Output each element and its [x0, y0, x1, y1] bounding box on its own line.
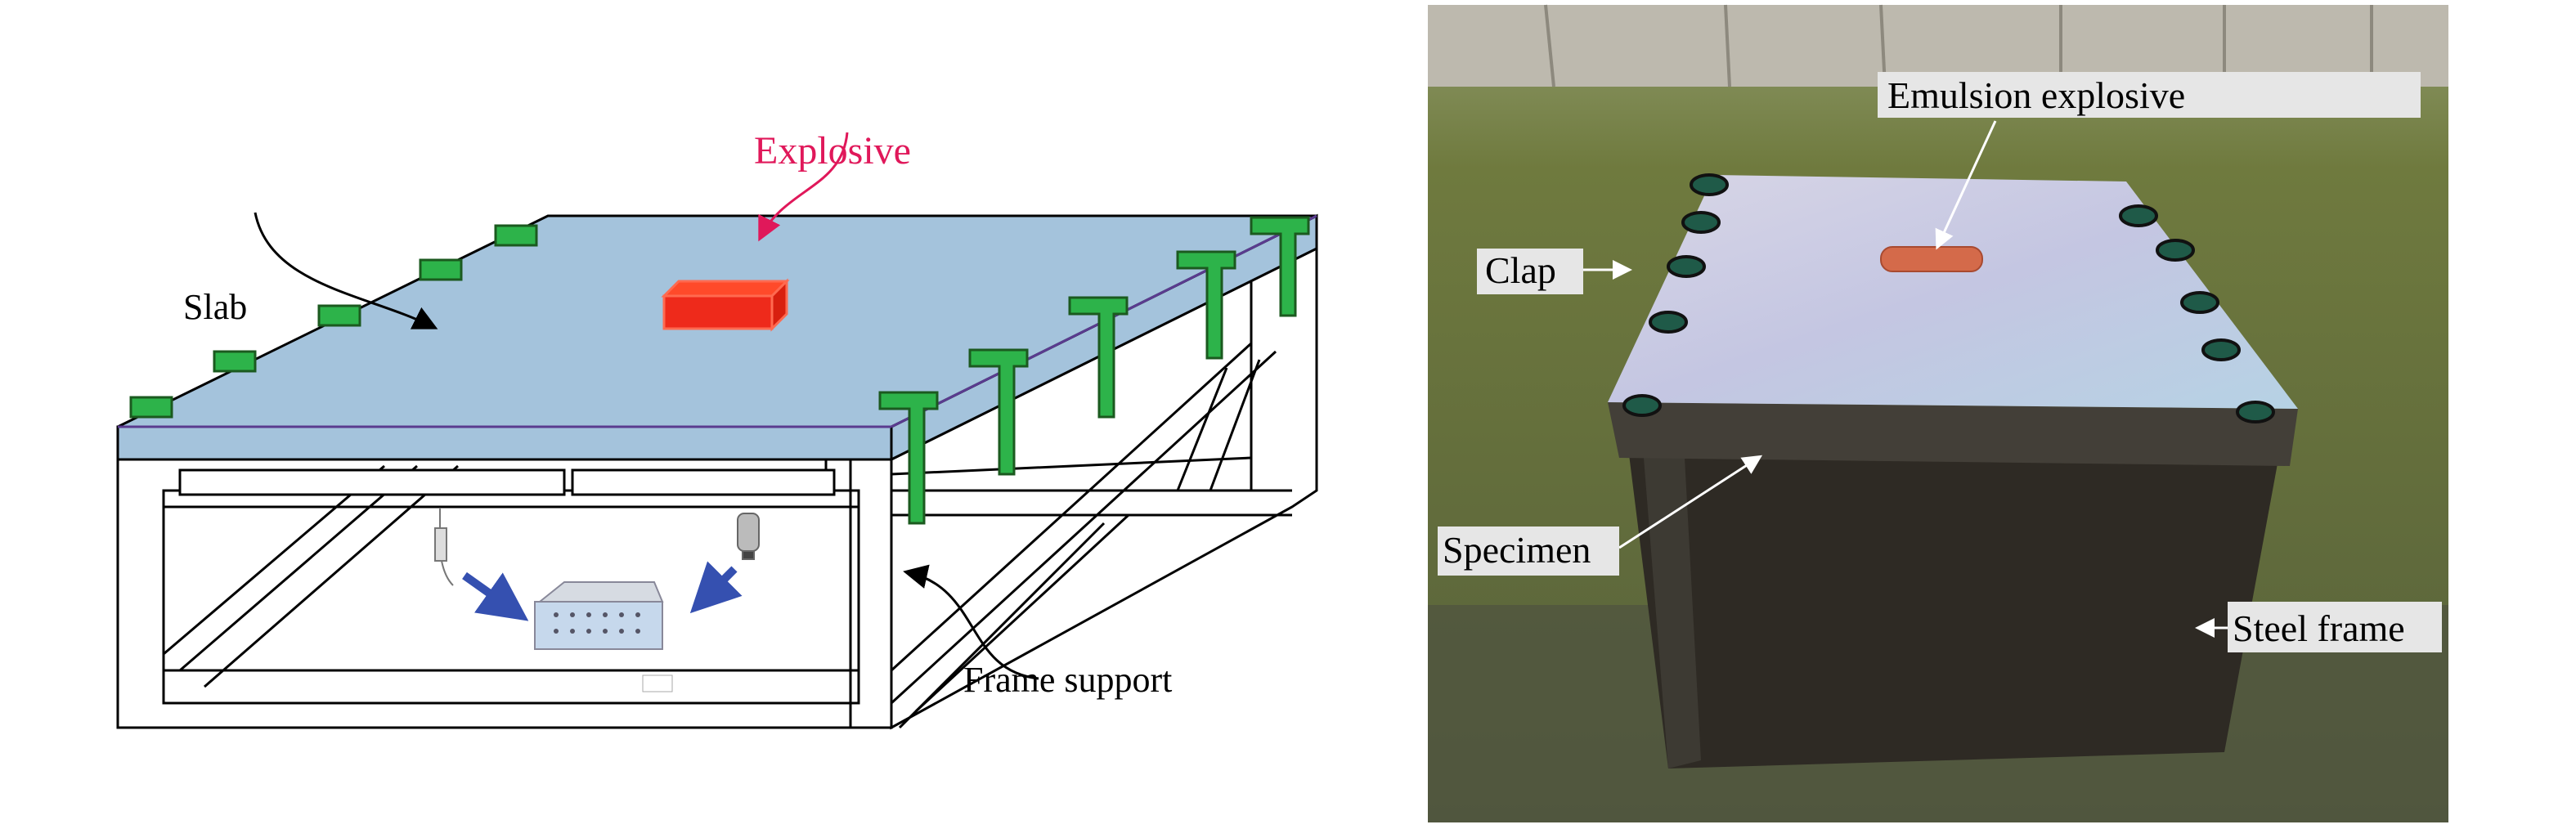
data-acquisition-device [534, 581, 664, 650]
clamps [1622, 173, 2275, 423]
steel-frame-label: Steel frame [2233, 607, 2405, 649]
specimen-callout-arrow [1618, 455, 1763, 549]
clamp [419, 258, 463, 281]
specimen-label-box [1438, 527, 1619, 576]
clap-label-box [1477, 249, 1583, 294]
clap-label: Clap [1485, 249, 1556, 291]
explosive-label: Explosive [754, 129, 911, 173]
emulsion-callout-arrow [1935, 120, 1997, 250]
explosive-charge [661, 278, 790, 332]
clamp [878, 391, 939, 525]
frame-support-callout-arrow [903, 564, 1039, 680]
frame-support-label: Frame support [963, 660, 1172, 700]
slab-callout-arrow [254, 212, 438, 329]
clamp [494, 224, 538, 247]
emulsion-label-box [1878, 72, 2421, 118]
steel-frame [1627, 441, 2282, 769]
clamps-right-edge [878, 216, 1310, 525]
specimen-front-face [1608, 402, 2298, 466]
emulsion-explosive-label: Emulsion explosive [1887, 74, 2185, 116]
clamp [1068, 296, 1129, 419]
clamp [968, 348, 1029, 476]
specimen-top [1608, 175, 2298, 409]
explosive-callout-arrow [758, 132, 849, 242]
sensor-arrow-right [689, 561, 743, 614]
schematic-diagram [116, 132, 1318, 730]
experiment-photo [1428, 4, 2448, 822]
clamp [129, 396, 173, 419]
clamp [1250, 216, 1310, 317]
clamp [213, 350, 257, 373]
clamp [1176, 250, 1236, 360]
steel-frame-label-box [2228, 602, 2442, 652]
pressure-sensor [737, 513, 760, 560]
clamps-left-edge [129, 224, 538, 419]
emulsion-explosive-cartridge [1880, 246, 1983, 272]
daq-logo [642, 674, 673, 692]
specimen-label: Specimen [1443, 529, 1591, 571]
slab-label: Slab [183, 287, 247, 327]
sensor-arrow-left [462, 571, 529, 621]
displacement-sensor [434, 509, 454, 586]
clamp [317, 304, 361, 327]
